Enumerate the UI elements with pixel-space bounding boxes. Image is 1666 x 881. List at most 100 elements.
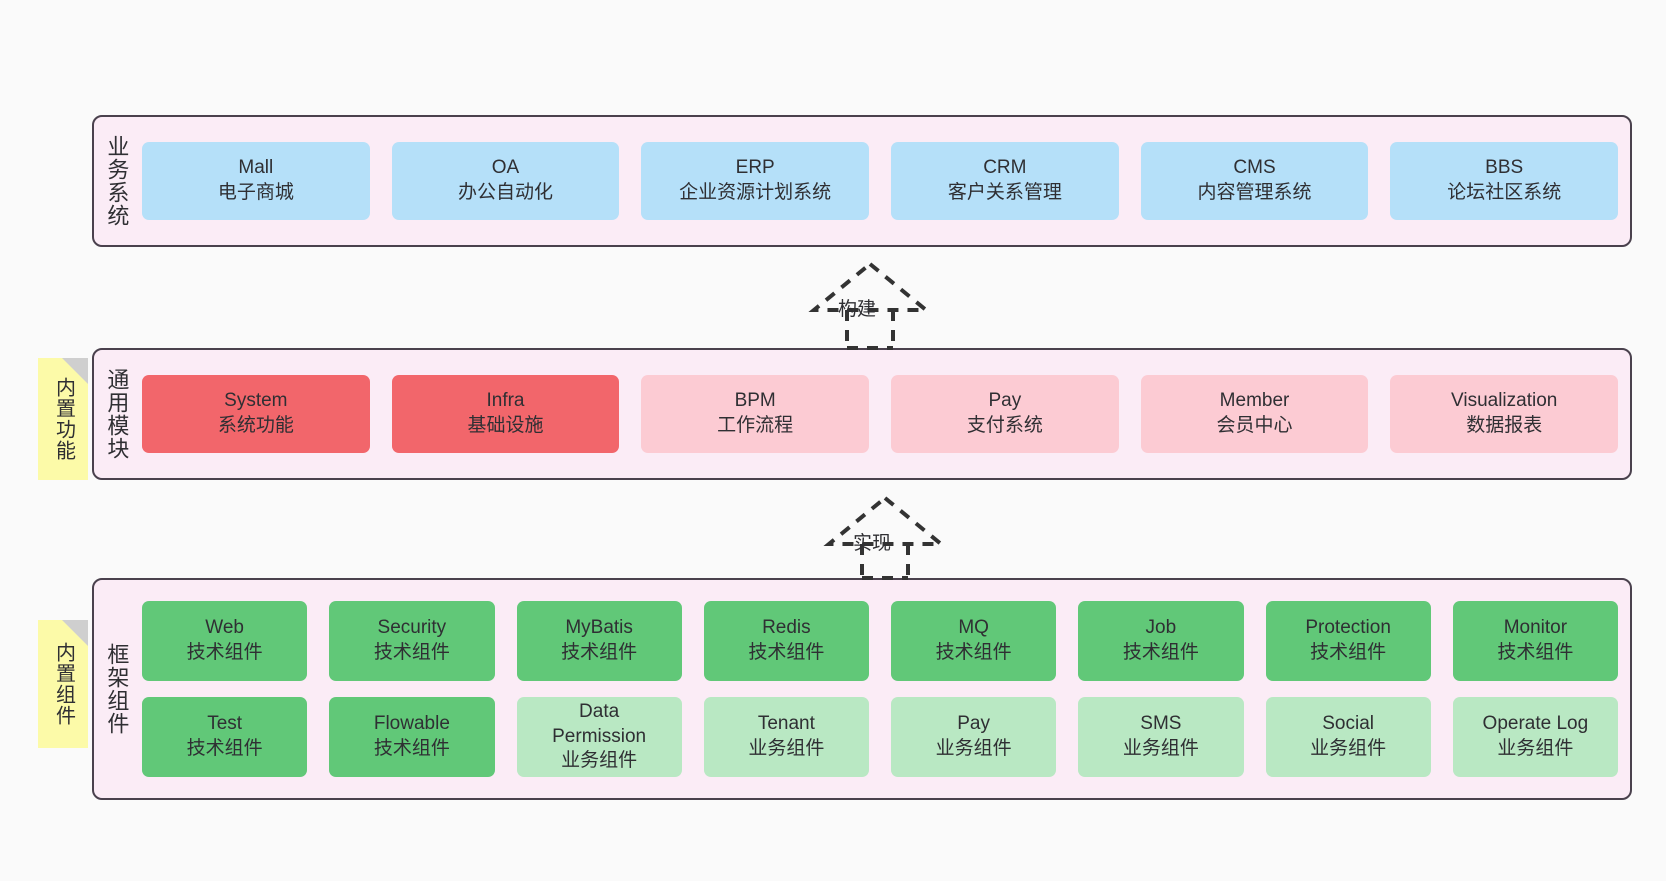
module-card-crm[interactable]: CRM 客户关系管理 xyxy=(891,142,1119,220)
module-card-infra[interactable]: Infra 基础设施 xyxy=(391,375,620,453)
component-card-sms[interactable]: SMS 业务组件 xyxy=(1078,697,1244,777)
module-card-desc: 办公自动化 xyxy=(458,182,554,203)
layer-row: Mall 电子商城 OA 办公自动化 ERP 企业资源计划系统 CRM 客户关系… xyxy=(142,142,1619,220)
module-card-cms[interactable]: CMS 内容管理系统 xyxy=(1140,142,1369,220)
component-card-title: MyBatis xyxy=(565,617,633,639)
component-card-desc: 业务组件 xyxy=(1310,738,1387,759)
module-card-desc: 论坛社区系统 xyxy=(1447,182,1562,203)
module-card-title: CRM xyxy=(983,157,1027,179)
hollow-triangle-arrowhead xyxy=(808,261,932,312)
note-fold-corner-icon xyxy=(62,358,88,384)
module-card-title: CMS xyxy=(1233,157,1276,179)
component-card-desc: 业务组件 xyxy=(1122,738,1199,759)
component-card-title: MQ xyxy=(958,617,989,639)
module-card-desc: 数据报表 xyxy=(1466,415,1543,436)
hollow-triangle-arrowhead xyxy=(823,495,947,546)
module-card-desc: 支付系统 xyxy=(966,415,1043,436)
layer-row-business: Test 技术组件 Flowable 技术组件 Data Permission … xyxy=(142,697,1618,777)
component-card-title: Security xyxy=(377,617,447,639)
module-card-desc: 会员中心 xyxy=(1216,415,1293,436)
module-card-desc: 基础设施 xyxy=(467,415,544,436)
module-card-bpm[interactable]: BPM 工作流程 xyxy=(641,375,870,453)
module-card-title: Visualization xyxy=(1451,390,1558,412)
component-card-title: Protection xyxy=(1305,617,1391,639)
module-card-desc: 电子商城 xyxy=(217,182,294,203)
component-card-desc: 技术组件 xyxy=(1310,642,1387,663)
component-card-desc: 业务组件 xyxy=(935,738,1012,759)
module-card-title: Infra xyxy=(486,390,525,412)
module-card-title: OA xyxy=(491,157,520,179)
component-card-title: Flowable xyxy=(373,713,450,735)
module-card-visualization[interactable]: Visualization 数据报表 xyxy=(1390,375,1619,453)
component-card-title: Social xyxy=(1322,713,1374,735)
module-card-title: Mall xyxy=(238,157,274,179)
module-card-desc: 工作流程 xyxy=(717,415,794,436)
module-card-desc: 客户关系管理 xyxy=(947,182,1062,203)
component-card-redis[interactable]: Redis 技术组件 xyxy=(703,601,869,681)
component-card-mq[interactable]: MQ 技术组件 xyxy=(891,601,1057,681)
component-card-title: SMS xyxy=(1140,713,1182,735)
component-card-mybatis[interactable]: MyBatis 技术组件 xyxy=(516,601,682,681)
component-card-desc: 技术组件 xyxy=(935,642,1012,663)
module-card-erp[interactable]: ERP 企业资源计划系统 xyxy=(641,142,870,220)
layer-body-business-system: Mall 电子商城 OA 办公自动化 ERP 企业资源计划系统 CRM 客户关系… xyxy=(138,117,1630,245)
layer-title-business-system: 业务系统 xyxy=(104,135,130,227)
module-card-desc: 企业资源计划系统 xyxy=(679,182,832,203)
module-card-pay[interactable]: Pay 支付系统 xyxy=(891,375,1119,453)
sticky-note-builtin-components: 内置组件 xyxy=(38,620,88,748)
component-card-title: Monitor xyxy=(1503,617,1568,639)
component-card-title: Pay xyxy=(957,713,990,735)
connector-implement: 实现 xyxy=(805,492,965,580)
component-card-desc: 业务组件 xyxy=(748,738,825,759)
layer-body-framework-components: Web 技术组件 Security 技术组件 MyBatis 技术组件 Redi… xyxy=(138,580,1630,798)
connector-build: 构建 xyxy=(790,258,950,350)
sticky-note-label: 内置组件 xyxy=(52,642,75,726)
component-card-test[interactable]: Test 技术组件 xyxy=(142,697,308,777)
layer-row: System 系统功能 Infra 基础设施 BPM 工作流程 Pay 支付系统… xyxy=(142,375,1619,453)
component-card-desc: 技术组件 xyxy=(1497,642,1574,663)
module-card-bbs[interactable]: BBS 论坛社区系统 xyxy=(1390,142,1619,220)
component-card-flowable[interactable]: Flowable 技术组件 xyxy=(329,697,495,777)
component-card-desc: 技术组件 xyxy=(186,738,263,759)
component-card-desc: 业务组件 xyxy=(1497,738,1574,759)
component-card-security[interactable]: Security 技术组件 xyxy=(329,601,495,681)
connector-stem xyxy=(860,544,910,580)
component-card-desc: 技术组件 xyxy=(748,642,825,663)
module-card-title: BBS xyxy=(1485,157,1524,179)
connector-build-arrow xyxy=(808,261,932,350)
component-card-job[interactable]: Job 技术组件 xyxy=(1078,601,1244,681)
component-card-pay[interactable]: Pay 业务组件 xyxy=(891,697,1057,777)
component-card-desc: 技术组件 xyxy=(373,642,450,663)
component-card-tenant[interactable]: Tenant 业务组件 xyxy=(703,697,869,777)
component-card-operate-log[interactable]: Operate Log 业务组件 xyxy=(1452,697,1618,777)
module-card-oa[interactable]: OA 办公自动化 xyxy=(391,142,620,220)
module-card-title: BPM xyxy=(734,390,776,412)
module-card-title: ERP xyxy=(735,157,775,179)
component-card-title: Operate Log xyxy=(1482,713,1589,735)
module-card-desc: 系统功能 xyxy=(217,415,294,436)
sticky-note-label: 内置功能 xyxy=(52,377,75,461)
sticky-note-builtin-features: 内置功能 xyxy=(38,358,88,480)
module-card-title: Pay xyxy=(988,390,1022,412)
module-card-system[interactable]: System 系统功能 xyxy=(142,375,370,453)
component-card-data-permission[interactable]: Data Permission 业务组件 xyxy=(516,697,682,777)
layer-framework-components[interactable]: 框架组件 Web 技术组件 Security 技术组件 MyBatis 技术组件… xyxy=(92,578,1632,800)
layer-common-modules[interactable]: 通用模块 System 系统功能 Infra 基础设施 BPM 工作流程 Pay… xyxy=(92,348,1632,480)
connector-build-label: 构建 xyxy=(838,299,877,320)
module-card-mall[interactable]: Mall 电子商城 xyxy=(142,142,370,220)
component-card-social[interactable]: Social 业务组件 xyxy=(1265,697,1431,777)
connector-implement-arrow xyxy=(823,495,947,580)
component-card-monitor[interactable]: Monitor 技术组件 xyxy=(1452,601,1618,681)
component-card-title: Data Permission xyxy=(552,700,647,747)
component-card-title: Web xyxy=(205,617,244,639)
component-card-title: Redis xyxy=(762,617,811,639)
connector-implement-label: 实现 xyxy=(853,533,892,554)
layer-row-technical: Web 技术组件 Security 技术组件 MyBatis 技术组件 Redi… xyxy=(142,601,1618,681)
component-card-protection[interactable]: Protection 技术组件 xyxy=(1265,601,1431,681)
component-card-desc: 技术组件 xyxy=(1122,642,1199,663)
module-card-member[interactable]: Member 会员中心 xyxy=(1140,375,1369,453)
component-card-desc: 技术组件 xyxy=(561,642,638,663)
layer-business-system[interactable]: 业务系统 Mall 电子商城 OA 办公自动化 ERP 企业资源计划系统 CRM… xyxy=(92,115,1632,247)
component-card-web[interactable]: Web 技术组件 xyxy=(142,601,308,681)
